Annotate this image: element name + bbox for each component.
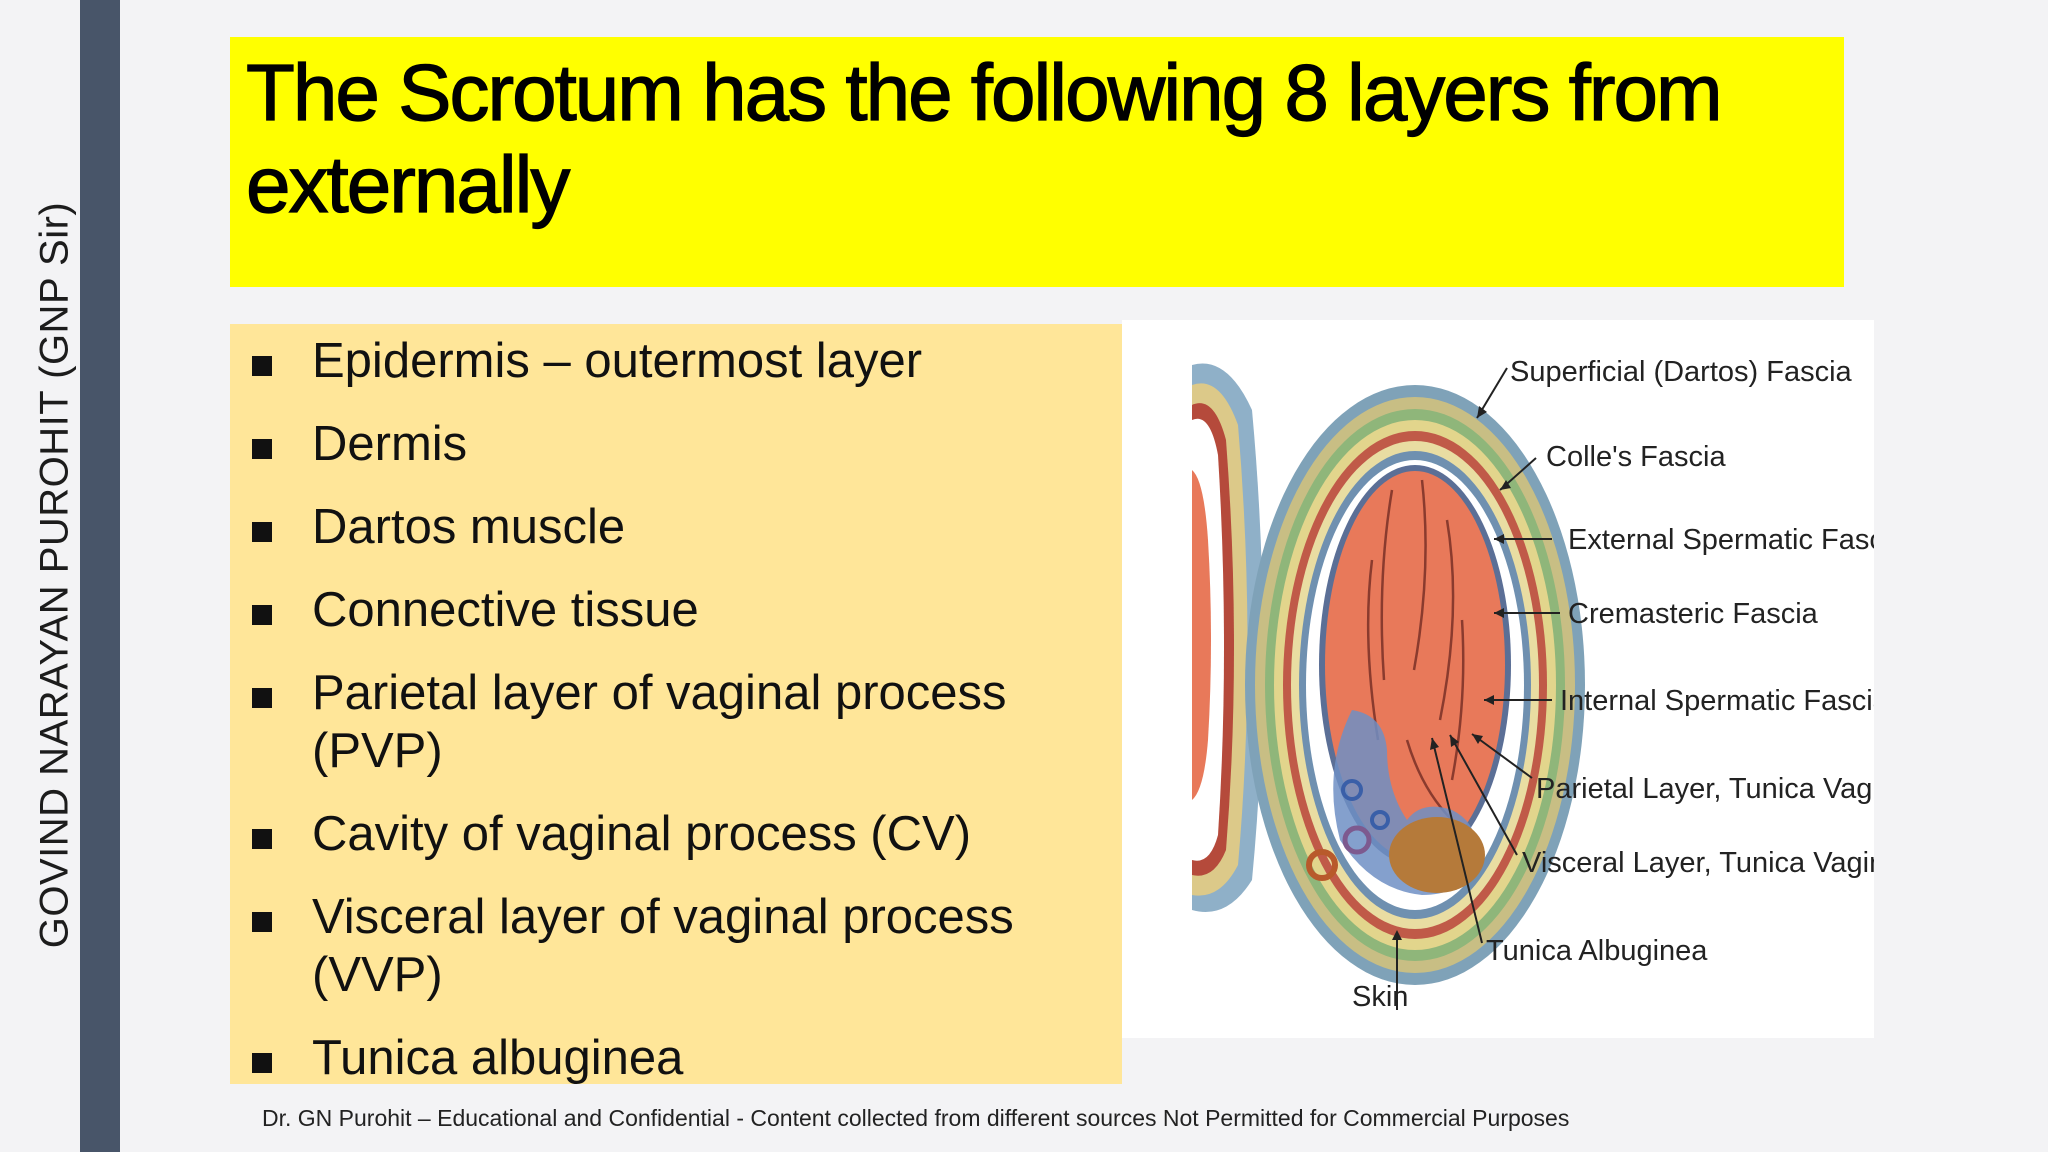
square-bullet-icon [252, 356, 272, 376]
left-compartment [1192, 363, 1263, 912]
presenter-name: GOVIND NARAYAN PUROHIT (GNP Sir) [32, 201, 77, 949]
square-bullet-icon [252, 605, 272, 625]
square-bullet-icon [252, 522, 272, 542]
list-item-text: Visceral layer of vaginal process (VVP) [312, 890, 1014, 1002]
main-compartment [1245, 385, 1585, 985]
list-item-text: Epidermis – outermost layer [312, 334, 923, 388]
label-skin: Skin [1352, 981, 1408, 1013]
list-item: Cavity of vaginal process (CV) [248, 805, 1122, 863]
list-item: Dermis [248, 415, 1122, 473]
list-item: Connective tissue [248, 581, 1122, 639]
list-item: Visceral layer of vaginal process (VVP) [248, 888, 1122, 1004]
label-external-spermatic-fascia: External Spermatic Fascia [1568, 524, 1874, 556]
square-bullet-icon [252, 688, 272, 708]
list-item-text: Cavity of vaginal process (CV) [312, 807, 972, 861]
square-bullet-icon [252, 439, 272, 459]
layers-list: Epidermis – outermost layer Dermis Darto… [248, 332, 1122, 1084]
list-item: Tunica albuginea [248, 1029, 1122, 1084]
arrowheads [1392, 406, 1511, 940]
label-cremasteric-fascia: Cremasteric Fascia [1568, 598, 1819, 630]
layers-list-box: Epidermis – outermost layer Dermis Darto… [230, 324, 1122, 1084]
label-parietal-layer: Parietal Layer, Tunica Vaginalis [1536, 773, 1874, 805]
leader-lines [1396, 367, 1560, 1010]
label-visceral-layer: Visceral Layer, Tunica Vaginalis [1522, 847, 1874, 879]
slide-title: The Scrotum has the following 8 layers f… [245, 47, 1723, 229]
square-bullet-icon [252, 829, 272, 849]
square-bullet-icon [252, 1053, 272, 1073]
scrotum-diagram: Superficial (Dartos) Fascia Colle's Fasc… [1192, 356, 1874, 1013]
label-superficial-fascia: Superficial (Dartos) Fascia [1510, 356, 1853, 388]
list-item-text: Connective tissue [312, 583, 699, 637]
side-bar [80, 0, 120, 1152]
footer-disclaimer: Dr. GN Purohit – Educational and Confide… [262, 1105, 1570, 1131]
list-item-text: Dermis [312, 417, 468, 471]
list-item-text: Tunica albuginea [312, 1031, 684, 1084]
list-item: Parietal layer of vaginal process (PVP) [248, 664, 1122, 780]
square-bullet-icon [252, 912, 272, 932]
title-box: The Scrotum has the following 8 layers f… [230, 37, 1844, 287]
label-internal-spermatic-fascia: Internal Spermatic Fascia [1560, 685, 1874, 717]
scrotum-layers-figure: Superficial (Dartos) Fascia Colle's Fasc… [1122, 320, 1874, 1038]
label-colles-fascia: Colle's Fascia [1546, 441, 1726, 473]
list-item: Epidermis – outermost layer [248, 332, 1122, 390]
list-item: Dartos muscle [248, 498, 1122, 556]
label-tunica-albuginea: Tunica Albuginea [1486, 935, 1708, 967]
list-item-text: Dartos muscle [312, 500, 626, 554]
list-item-text: Parietal layer of vaginal process (PVP) [312, 666, 1007, 778]
